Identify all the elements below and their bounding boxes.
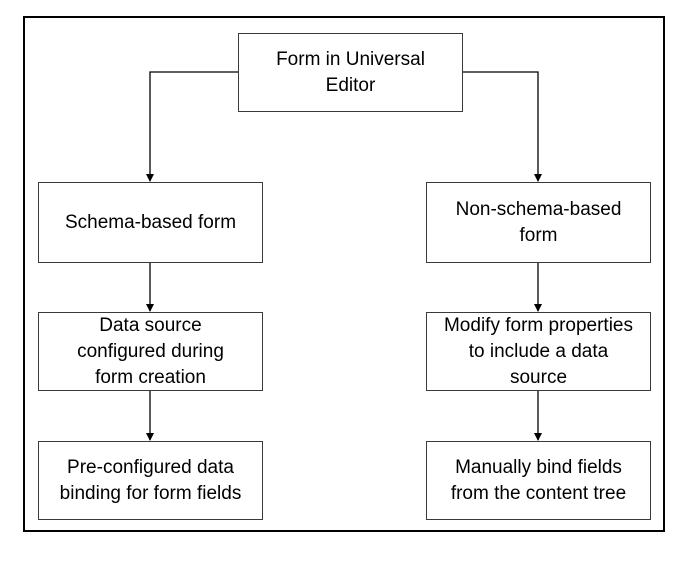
node-data-source-configured: Data source configured during form creat… <box>38 312 263 391</box>
node-form-in-universal-editor: Form in Universal Editor <box>238 33 463 112</box>
diagram-frame <box>23 16 665 532</box>
node-manually-bind-fields: Manually bind fields from the content tr… <box>426 441 651 520</box>
node-label: Schema-based form <box>64 211 237 233</box>
node-non-schema-based-form: Non-schema-based form <box>426 182 651 263</box>
node-schema-based-form: Schema-based form <box>38 182 263 263</box>
node-label: Form in Universal Editor <box>276 48 425 96</box>
connector-root-to-schema <box>146 71 238 182</box>
node-preconfigured-data-binding: Pre-configured data binding for form fie… <box>38 441 263 520</box>
node-modify-form-properties: Modify form properties to include a data… <box>426 312 651 391</box>
node-label: Modify form properties to include a data… <box>443 314 633 388</box>
node-label: Manually bind fields from the content tr… <box>450 456 627 504</box>
connector-root-to-non-schema <box>463 71 542 182</box>
node-label: Data source configured during form creat… <box>77 314 224 388</box>
node-label: Pre-configured data binding for form fie… <box>59 456 242 504</box>
node-label: Non-schema-based form <box>455 198 622 246</box>
